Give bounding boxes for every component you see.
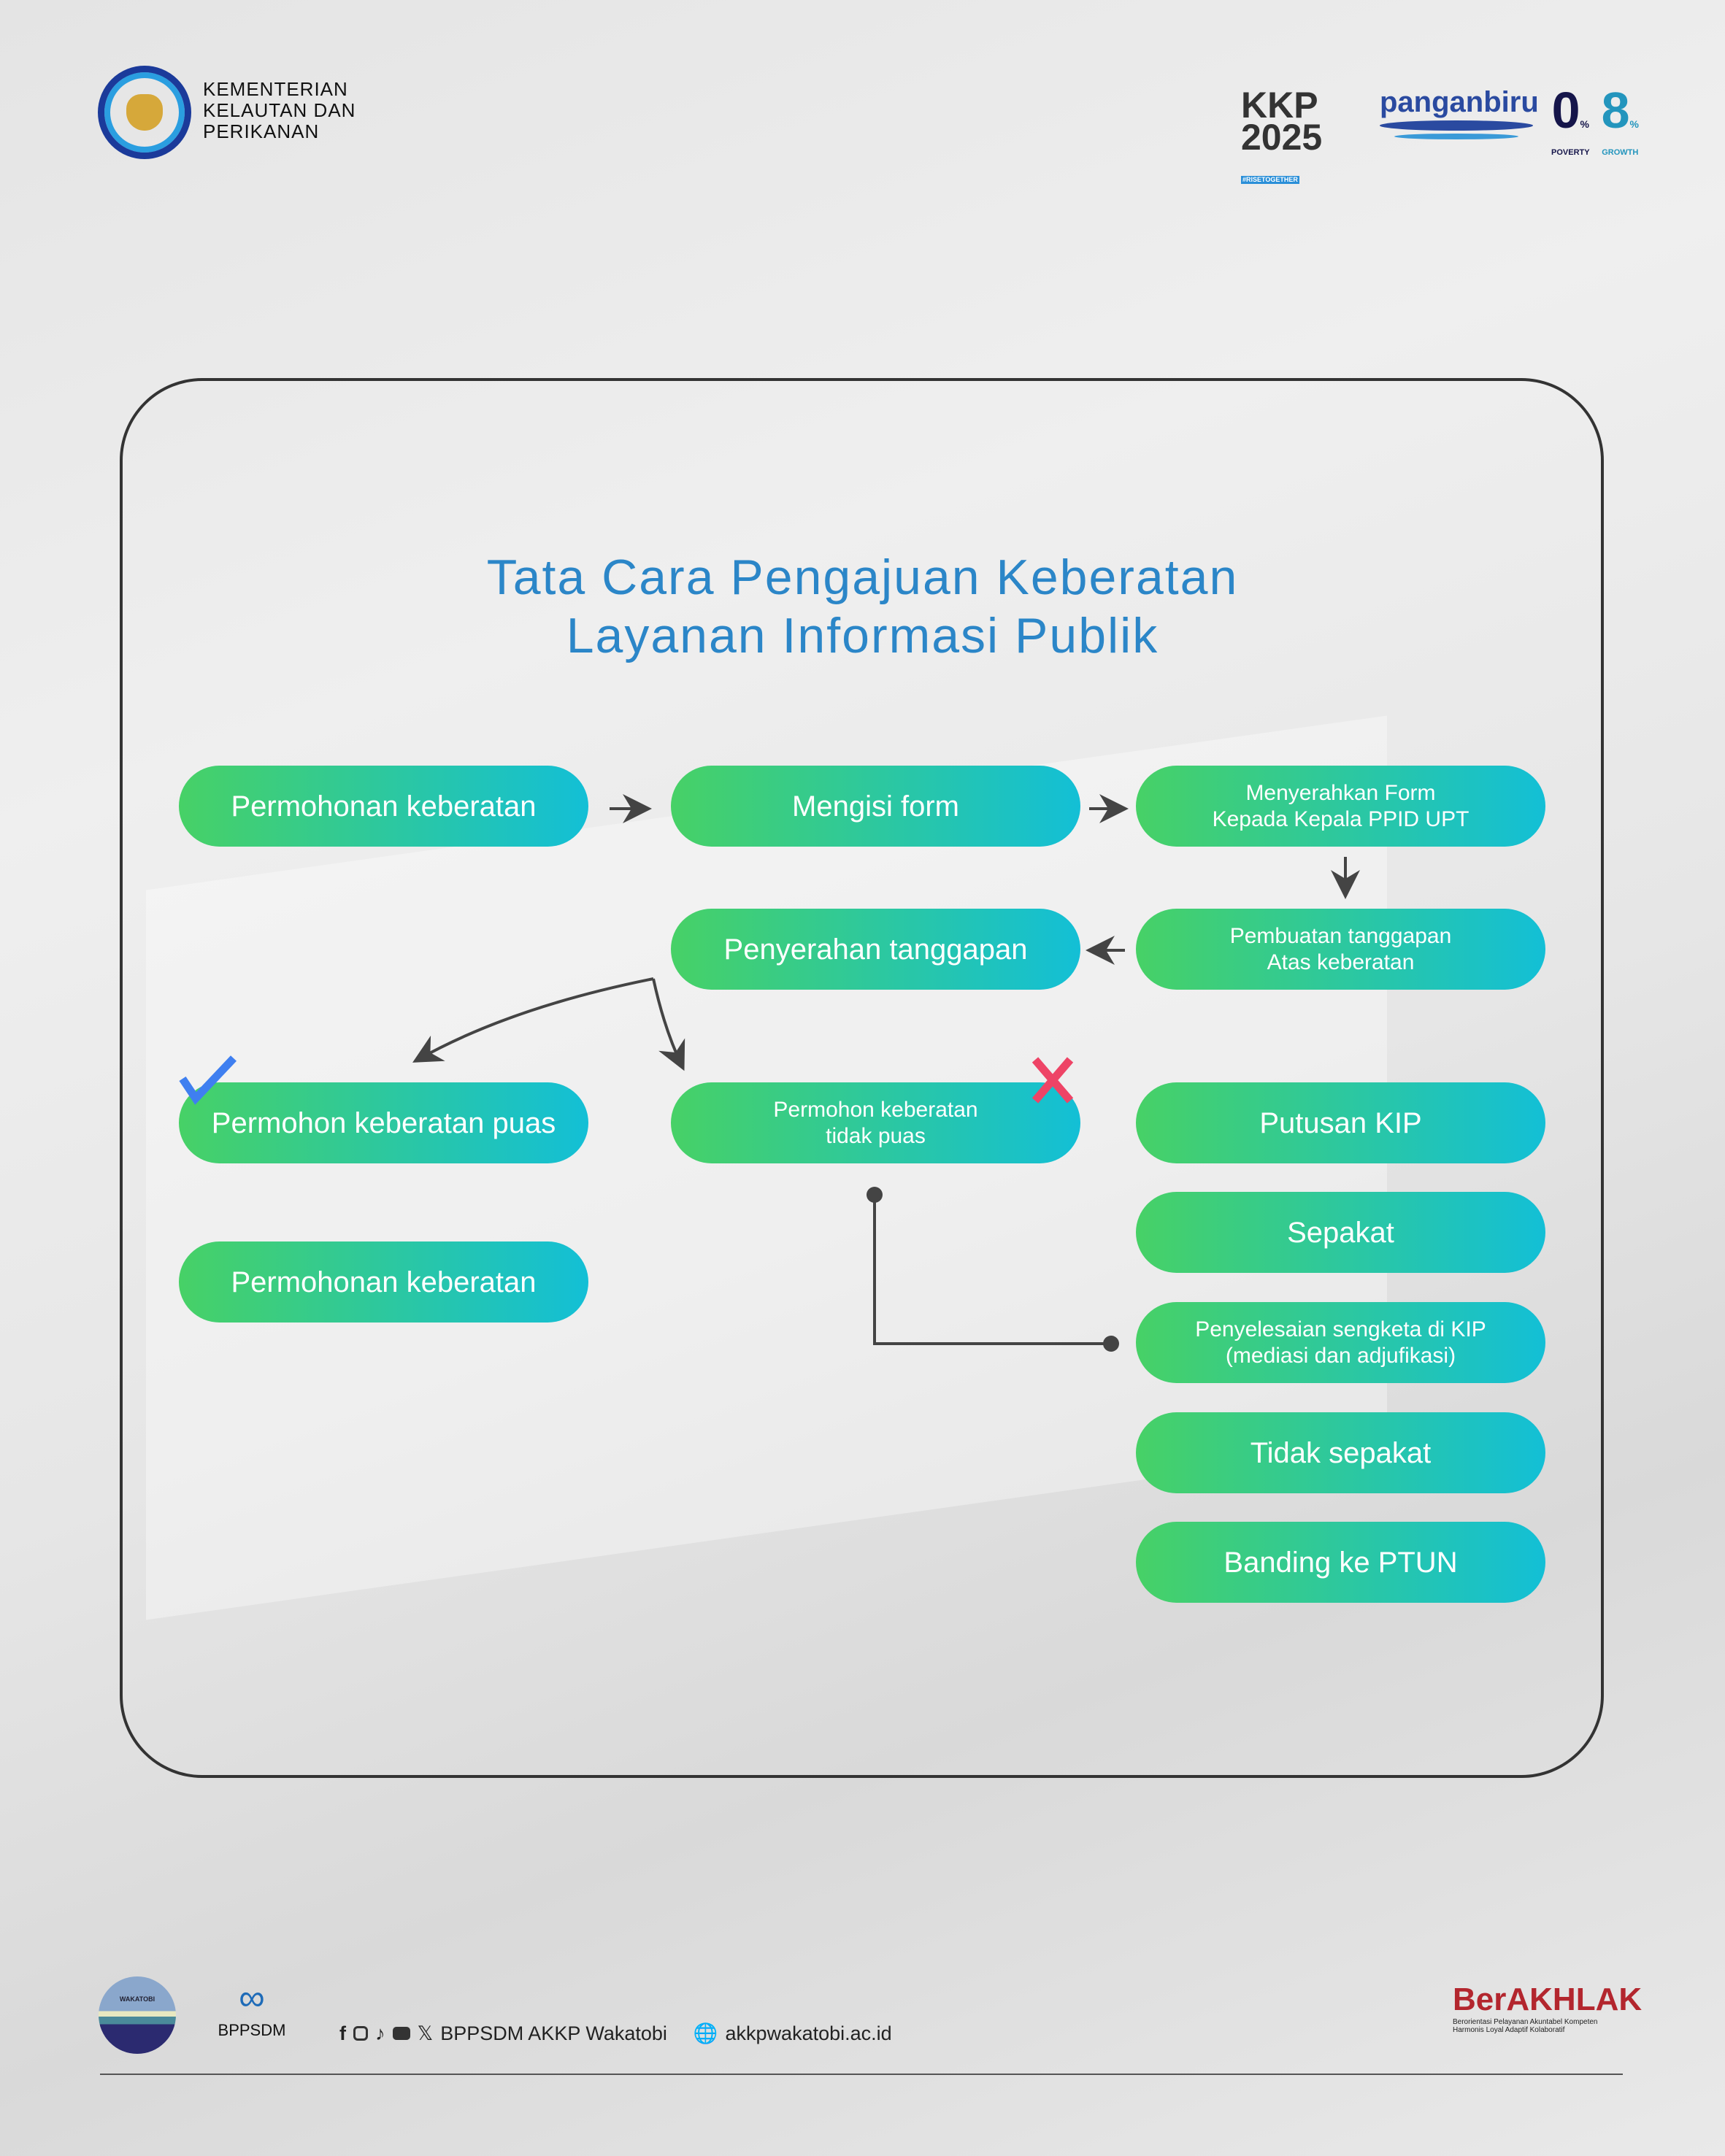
poverty-growth-logo: 0% POVERTY 8% GROWTH (1551, 85, 1639, 157)
kkp-tag: #RISETOGETHER (1241, 176, 1299, 184)
social-links: f ♪ 𝕏 BPPSDM AKKP Wakatobi 🌐 akkpwakatob… (339, 2022, 892, 2045)
step-penyelesaian-sengketa: Penyelesaian sengketa di KIP(mediasi dan… (1136, 1302, 1545, 1383)
step-banding-ptun: Banding ke PTUN (1136, 1522, 1545, 1603)
kkp-emblem-logo (98, 66, 191, 159)
step-permohonan-keberatan-2: Permohonan keberatan (179, 1241, 588, 1323)
step-label: Penyerahan tanggapan (723, 933, 1028, 966)
ministry-name: KEMENTERIAN KELAUTAN DAN PERIKANAN (203, 79, 356, 142)
bppsdm-text: BPPSDM (218, 2021, 286, 2039)
social-handle[interactable]: BPPSDM AKKP Wakatobi (440, 2022, 667, 2044)
step-mengisi-form: Mengisi form (671, 766, 1080, 847)
step-label: Mengisi form (792, 790, 959, 823)
instagram-icon[interactable] (353, 2026, 368, 2041)
percent-sign: % (1580, 118, 1589, 130)
growth-label: GROWTH (1602, 148, 1639, 157)
website-link[interactable]: akkpwakatobi.ac.id (725, 2022, 892, 2044)
step-label: Banding ke PTUN (1223, 1546, 1458, 1579)
content-frame (120, 378, 1604, 1778)
step-label: Putusan KIP (1259, 1106, 1422, 1139)
page-subtitle: Layanan Informasi Publik (566, 608, 1159, 663)
ministry-line: KEMENTERIAN (203, 78, 348, 100)
x-icon[interactable]: 𝕏 (417, 2022, 434, 2044)
step-permohonan-keberatan: Permohonan keberatan (179, 766, 588, 847)
step-label: Atas keberatan (1267, 950, 1415, 974)
step-label: Kepada Kepala PPID UPT (1212, 806, 1469, 831)
wakatobi-text: WAKATOBI (119, 1995, 155, 2003)
panganbiru-logo: panganbiru (1380, 86, 1539, 145)
step-tidak-sepakat: Tidak sepakat (1136, 1412, 1545, 1493)
bppsdm-logo: ∞ BPPSDM (204, 1974, 299, 2040)
step-label: Sepakat (1287, 1216, 1394, 1249)
facebook-icon[interactable]: f (339, 2022, 346, 2044)
kkp-logo-text: KKP 2025 (1241, 85, 1323, 158)
poverty-value: 0 (1551, 82, 1580, 139)
ministry-line: PERIKANAN (203, 120, 320, 142)
growth-value: 8 (1601, 82, 1630, 139)
step-label: Permohonan keberatan (231, 1266, 537, 1298)
step-label: Permohonan keberatan (231, 790, 537, 823)
step-label: Menyerahkan Form (1245, 780, 1436, 805)
step-label: Penyelesaian sengketa di KIP (1195, 1317, 1486, 1341)
percent-sign: % (1629, 118, 1639, 130)
wakatobi-logo: WAKATOBI (99, 1976, 176, 2054)
poverty-label: POVERTY (1551, 148, 1590, 157)
ministry-line: KELAUTAN DAN (203, 99, 356, 121)
step-penyerahan-tanggapan: Penyerahan tanggapan (671, 909, 1080, 990)
globe-icon: 🌐 (693, 2022, 718, 2044)
step-sepakat: Sepakat (1136, 1192, 1545, 1273)
tiktok-icon[interactable]: ♪ (375, 2022, 385, 2044)
step-label: (mediasi dan adjufikasi) (1225, 1343, 1456, 1368)
page-title: Tata Cara Pengajuan Keberatan (486, 550, 1239, 605)
youtube-icon[interactable] (392, 2027, 410, 2040)
berakhlak-logo: BerAKHLAK Berorientasi Pelayanan Akuntab… (1453, 1982, 1642, 2034)
berakhlak-text: BerAKHLAK (1453, 1982, 1643, 2017)
step-putusan-kip: Putusan KIP (1136, 1082, 1545, 1163)
step-label: tidak puas (826, 1123, 926, 1148)
footer-divider (100, 2074, 1623, 2075)
kkp-2025-logo: KKP 2025 #RISETOGETHER (1241, 87, 1351, 185)
panganbiru-text: panganbiru (1380, 86, 1539, 118)
step-label: Pembuatan tanggapan (1229, 923, 1452, 948)
step-label: Permohon keberatan (773, 1097, 978, 1122)
step-label: Tidak sepakat (1250, 1436, 1432, 1469)
step-puas: Permohon keberatan puas (179, 1082, 588, 1163)
berakhlak-line: Berorientasi Pelayanan Akuntabel Kompete… (1453, 2018, 1598, 2026)
step-label: Permohon keberatan puas (211, 1106, 556, 1139)
berakhlak-line: Harmonis Loyal Adaptif Kolaboratif (1453, 2026, 1565, 2034)
